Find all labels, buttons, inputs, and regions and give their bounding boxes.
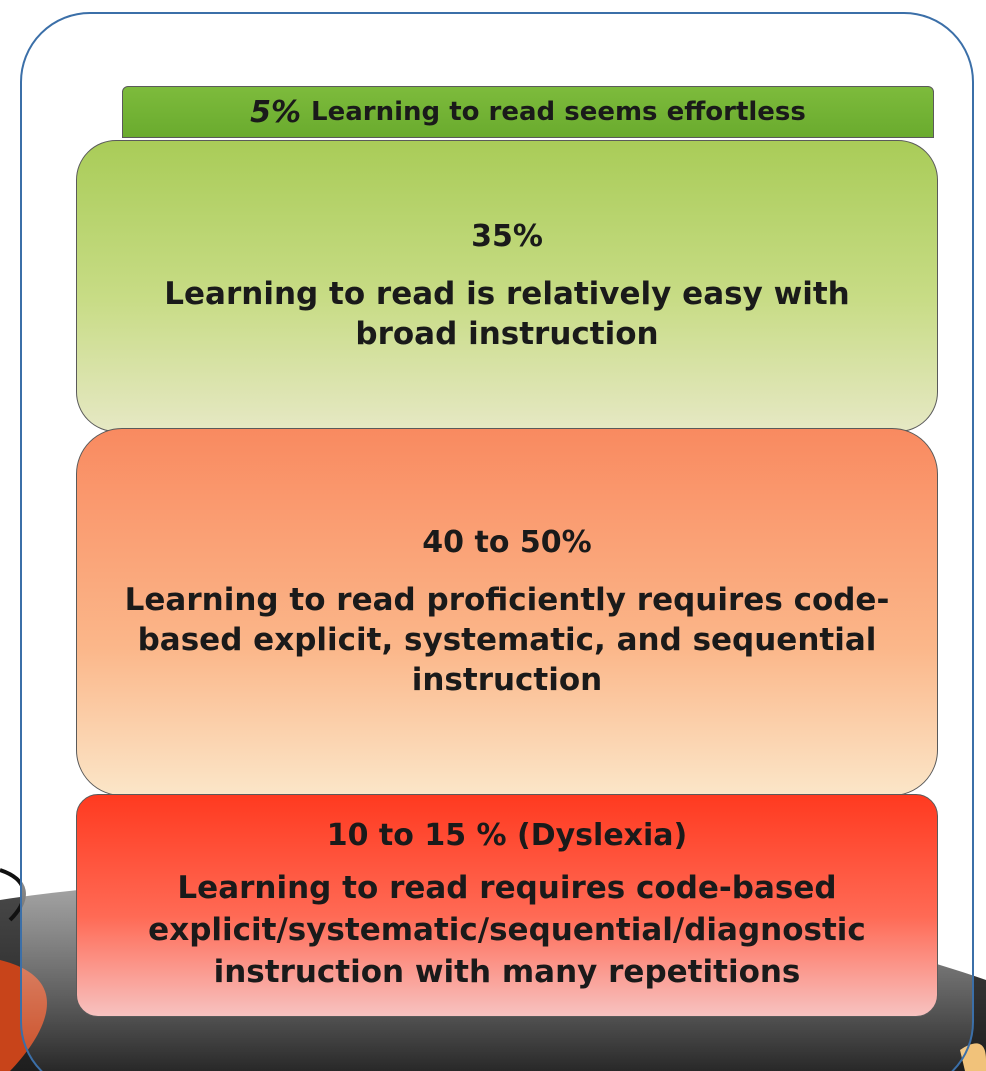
tier-effortless-description: Learning to read seems effortless: [311, 97, 806, 127]
tier-relatively-easy-description: Learning to read is relatively easy with…: [164, 275, 850, 352]
tier-explicit-instruction-percent: 40 to 50%: [422, 524, 592, 560]
tier-effortless-percent: 5%: [250, 94, 302, 130]
tier-explicit-instruction: 40 to 50% Learning to read proficiently …: [76, 428, 938, 796]
tier-effortless: 5% Learning to read seems effortless: [122, 86, 934, 138]
tier-dyslexia: 10 to 15 % (Dyslexia) Learning to read r…: [76, 794, 938, 1017]
tier-relatively-easy-percent: 35%: [471, 218, 543, 254]
tier-dyslexia-percent: 10 to 15 % (Dyslexia): [326, 818, 688, 853]
tier-relatively-easy: 35% Learning to read is relatively easy …: [76, 140, 938, 432]
tier-dyslexia-description: Learning to read requires code-based exp…: [148, 870, 866, 990]
tier-explicit-instruction-description: Learning to read proficiently requires c…: [124, 581, 890, 698]
